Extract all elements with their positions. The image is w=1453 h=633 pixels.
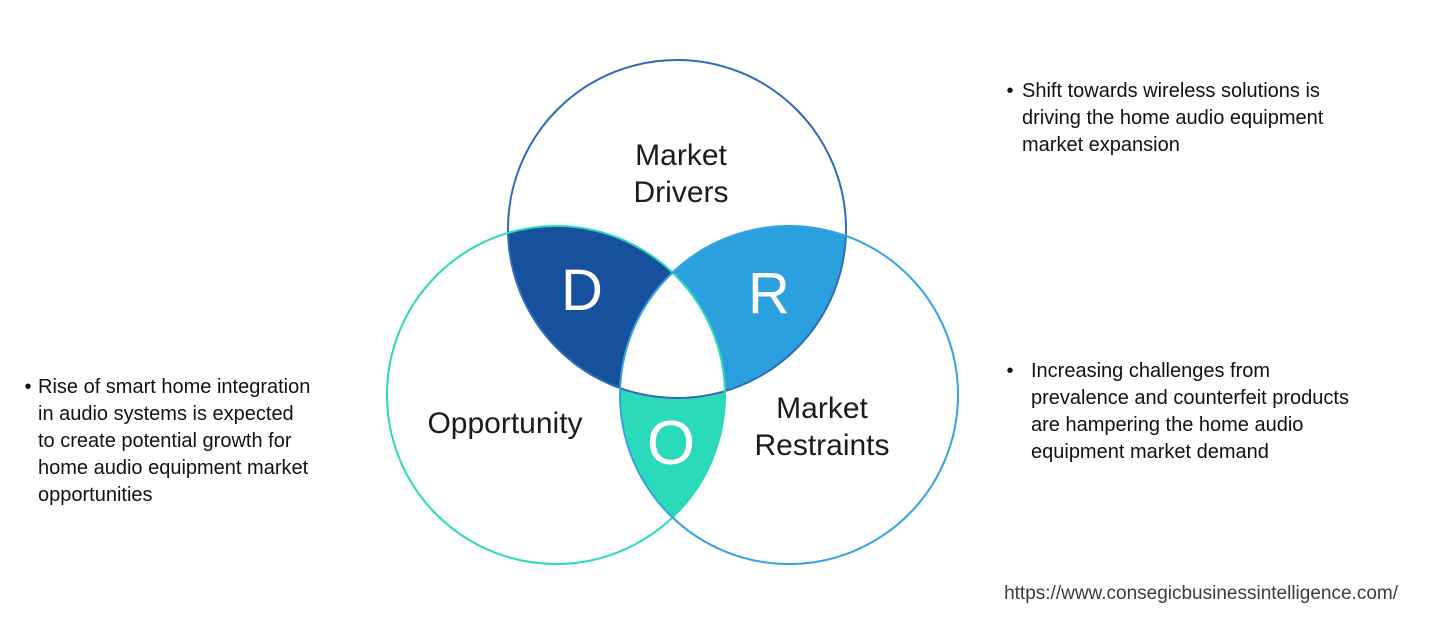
restraints-label-line2: Restraints [754,429,889,462]
drivers-note-text: Shift towards wireless solutions is driv… [1022,80,1324,156]
opportunity-note: • Rise of smart home integration in audi… [22,374,310,509]
overlap-letter-o: O [647,409,695,478]
bullet-icon: • [1006,80,1014,102]
opportunity-label: Opportunity [427,407,582,440]
overlap-letter-d: D [561,258,603,323]
restraints-note: • Increasing challenges from prevalence … [1004,358,1349,466]
bullet-icon: • [24,376,32,398]
opportunity-circle [386,225,726,565]
restraints-note-text: Increasing challenges from prevalence an… [1031,360,1349,463]
bullet-icon: • [1006,360,1014,382]
overlap-letter-r: R [748,261,790,326]
opportunity-note-text: Rise of smart home integration in audio … [38,376,311,506]
drivers-note: • Shift towards wireless solutions is dr… [1004,78,1323,159]
drivers-circle [507,59,847,399]
restraints-label-line1: Market [776,392,868,425]
source-url: https://www.consegicbusinessintelligence… [1004,583,1398,604]
drivers-label-line1: Market [635,139,727,172]
drivers-label-line2: Drivers [634,176,729,209]
restraints-circle [619,225,959,565]
